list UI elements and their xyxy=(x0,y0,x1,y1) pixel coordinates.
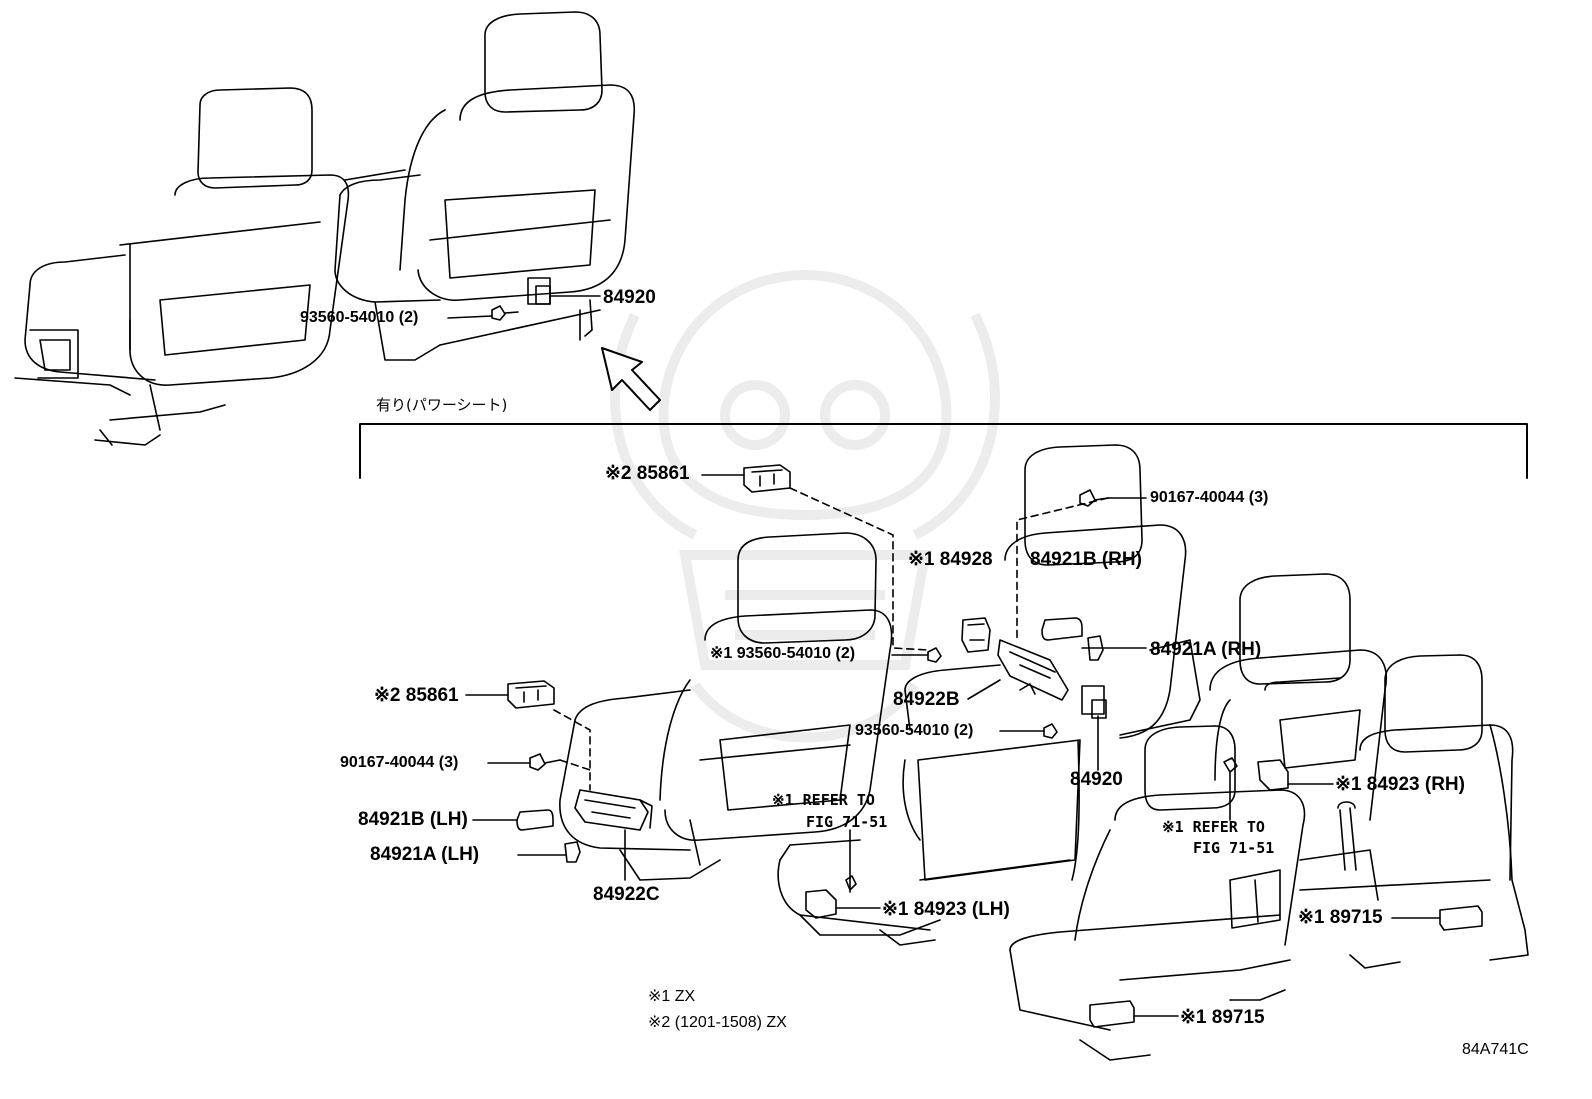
screw-93560-mid2-shape xyxy=(1043,723,1058,739)
part-85861-a-shape xyxy=(743,464,791,493)
label-93560-top: 93560-54010 (2) xyxy=(300,309,419,326)
label-93560-mid1: ※1 93560-54010 (2) xyxy=(710,645,856,662)
label-84920-top: 84920 xyxy=(603,287,656,308)
part-84922B-shape xyxy=(997,639,1069,701)
label-refer-right-line2: FIG 71-51 xyxy=(1193,839,1275,857)
label-85861-b: ※2 85861 xyxy=(374,685,459,706)
label-84921A-rh: 84921A (RH) xyxy=(1150,639,1262,660)
view-arrow xyxy=(601,347,661,411)
part-84920-top-shape xyxy=(527,277,551,305)
label-84923-rh: ※1 84923 (RH) xyxy=(1335,774,1465,795)
part-89715-a-shape xyxy=(1439,905,1483,931)
footnote-2: ※2 (1201-1508) ZX xyxy=(648,1014,787,1031)
screw-93560-top-shape xyxy=(491,305,519,321)
label-90167-rh: 90167-40044 (3) xyxy=(1150,489,1269,506)
rear-seat-right-2 xyxy=(1299,654,1529,969)
top-seat-left xyxy=(14,87,350,446)
samurai-helmet-watermark-icon xyxy=(610,269,1000,743)
label-refer-right-line1: ※1 REFER TO xyxy=(1162,818,1265,836)
part-89715-b-shape xyxy=(1089,1000,1135,1028)
label-90167-lh: 90167-40044 (3) xyxy=(340,754,459,771)
part-84928-shape xyxy=(961,617,991,653)
part-84920-mid-shape xyxy=(1081,685,1107,719)
part-84921A-lh-shape xyxy=(564,841,581,863)
part-84921B-lh-shape xyxy=(516,809,554,831)
label-84922B: 84922B xyxy=(893,689,960,710)
screw-93560-mid1-shape xyxy=(927,647,942,663)
label-refer-left-line1: ※1 REFER TO xyxy=(772,791,875,809)
header-note: 有り(パワーシート) xyxy=(376,396,508,414)
middle-seat xyxy=(559,532,893,881)
part-84921A-rh-shape xyxy=(1087,635,1104,661)
label-84921B-lh: 84921B (LH) xyxy=(358,809,468,830)
screw-90167-lh-shape xyxy=(529,753,561,771)
label-84921A-lh: 84921A (LH) xyxy=(370,844,480,865)
part-84923-rh-shape xyxy=(1223,757,1289,791)
label-84920-mid: 84920 xyxy=(1070,769,1123,790)
label-84923-lh: ※1 84923 (LH) xyxy=(882,899,1010,920)
label-93560-mid2: 93560-54010 (2) xyxy=(855,722,974,739)
label-84922C: 84922C xyxy=(593,884,660,905)
label-refer-left-line2: FIG 71-51 xyxy=(806,813,888,831)
top-seat-right xyxy=(334,11,636,361)
part-84923-lh-shape xyxy=(805,875,857,919)
front-right-seat xyxy=(1009,725,1306,1061)
label-89715-a: ※1 89715 xyxy=(1298,907,1383,928)
label-84921B-rh: 84921B (RH) xyxy=(1030,549,1142,570)
label-89715-b: ※1 89715 xyxy=(1180,1007,1265,1028)
label-84928: ※1 84928 xyxy=(908,549,993,570)
part-84921B-rh-shape xyxy=(1041,617,1083,641)
footnote-1: ※1 ZX xyxy=(648,988,696,1005)
figure-code: 84A741C xyxy=(1462,1041,1529,1058)
part-84922C-shape xyxy=(574,789,653,831)
rear-seat-center xyxy=(777,444,1201,946)
label-85861-a: ※2 85861 xyxy=(605,463,690,484)
part-85861-b-shape xyxy=(507,680,555,709)
